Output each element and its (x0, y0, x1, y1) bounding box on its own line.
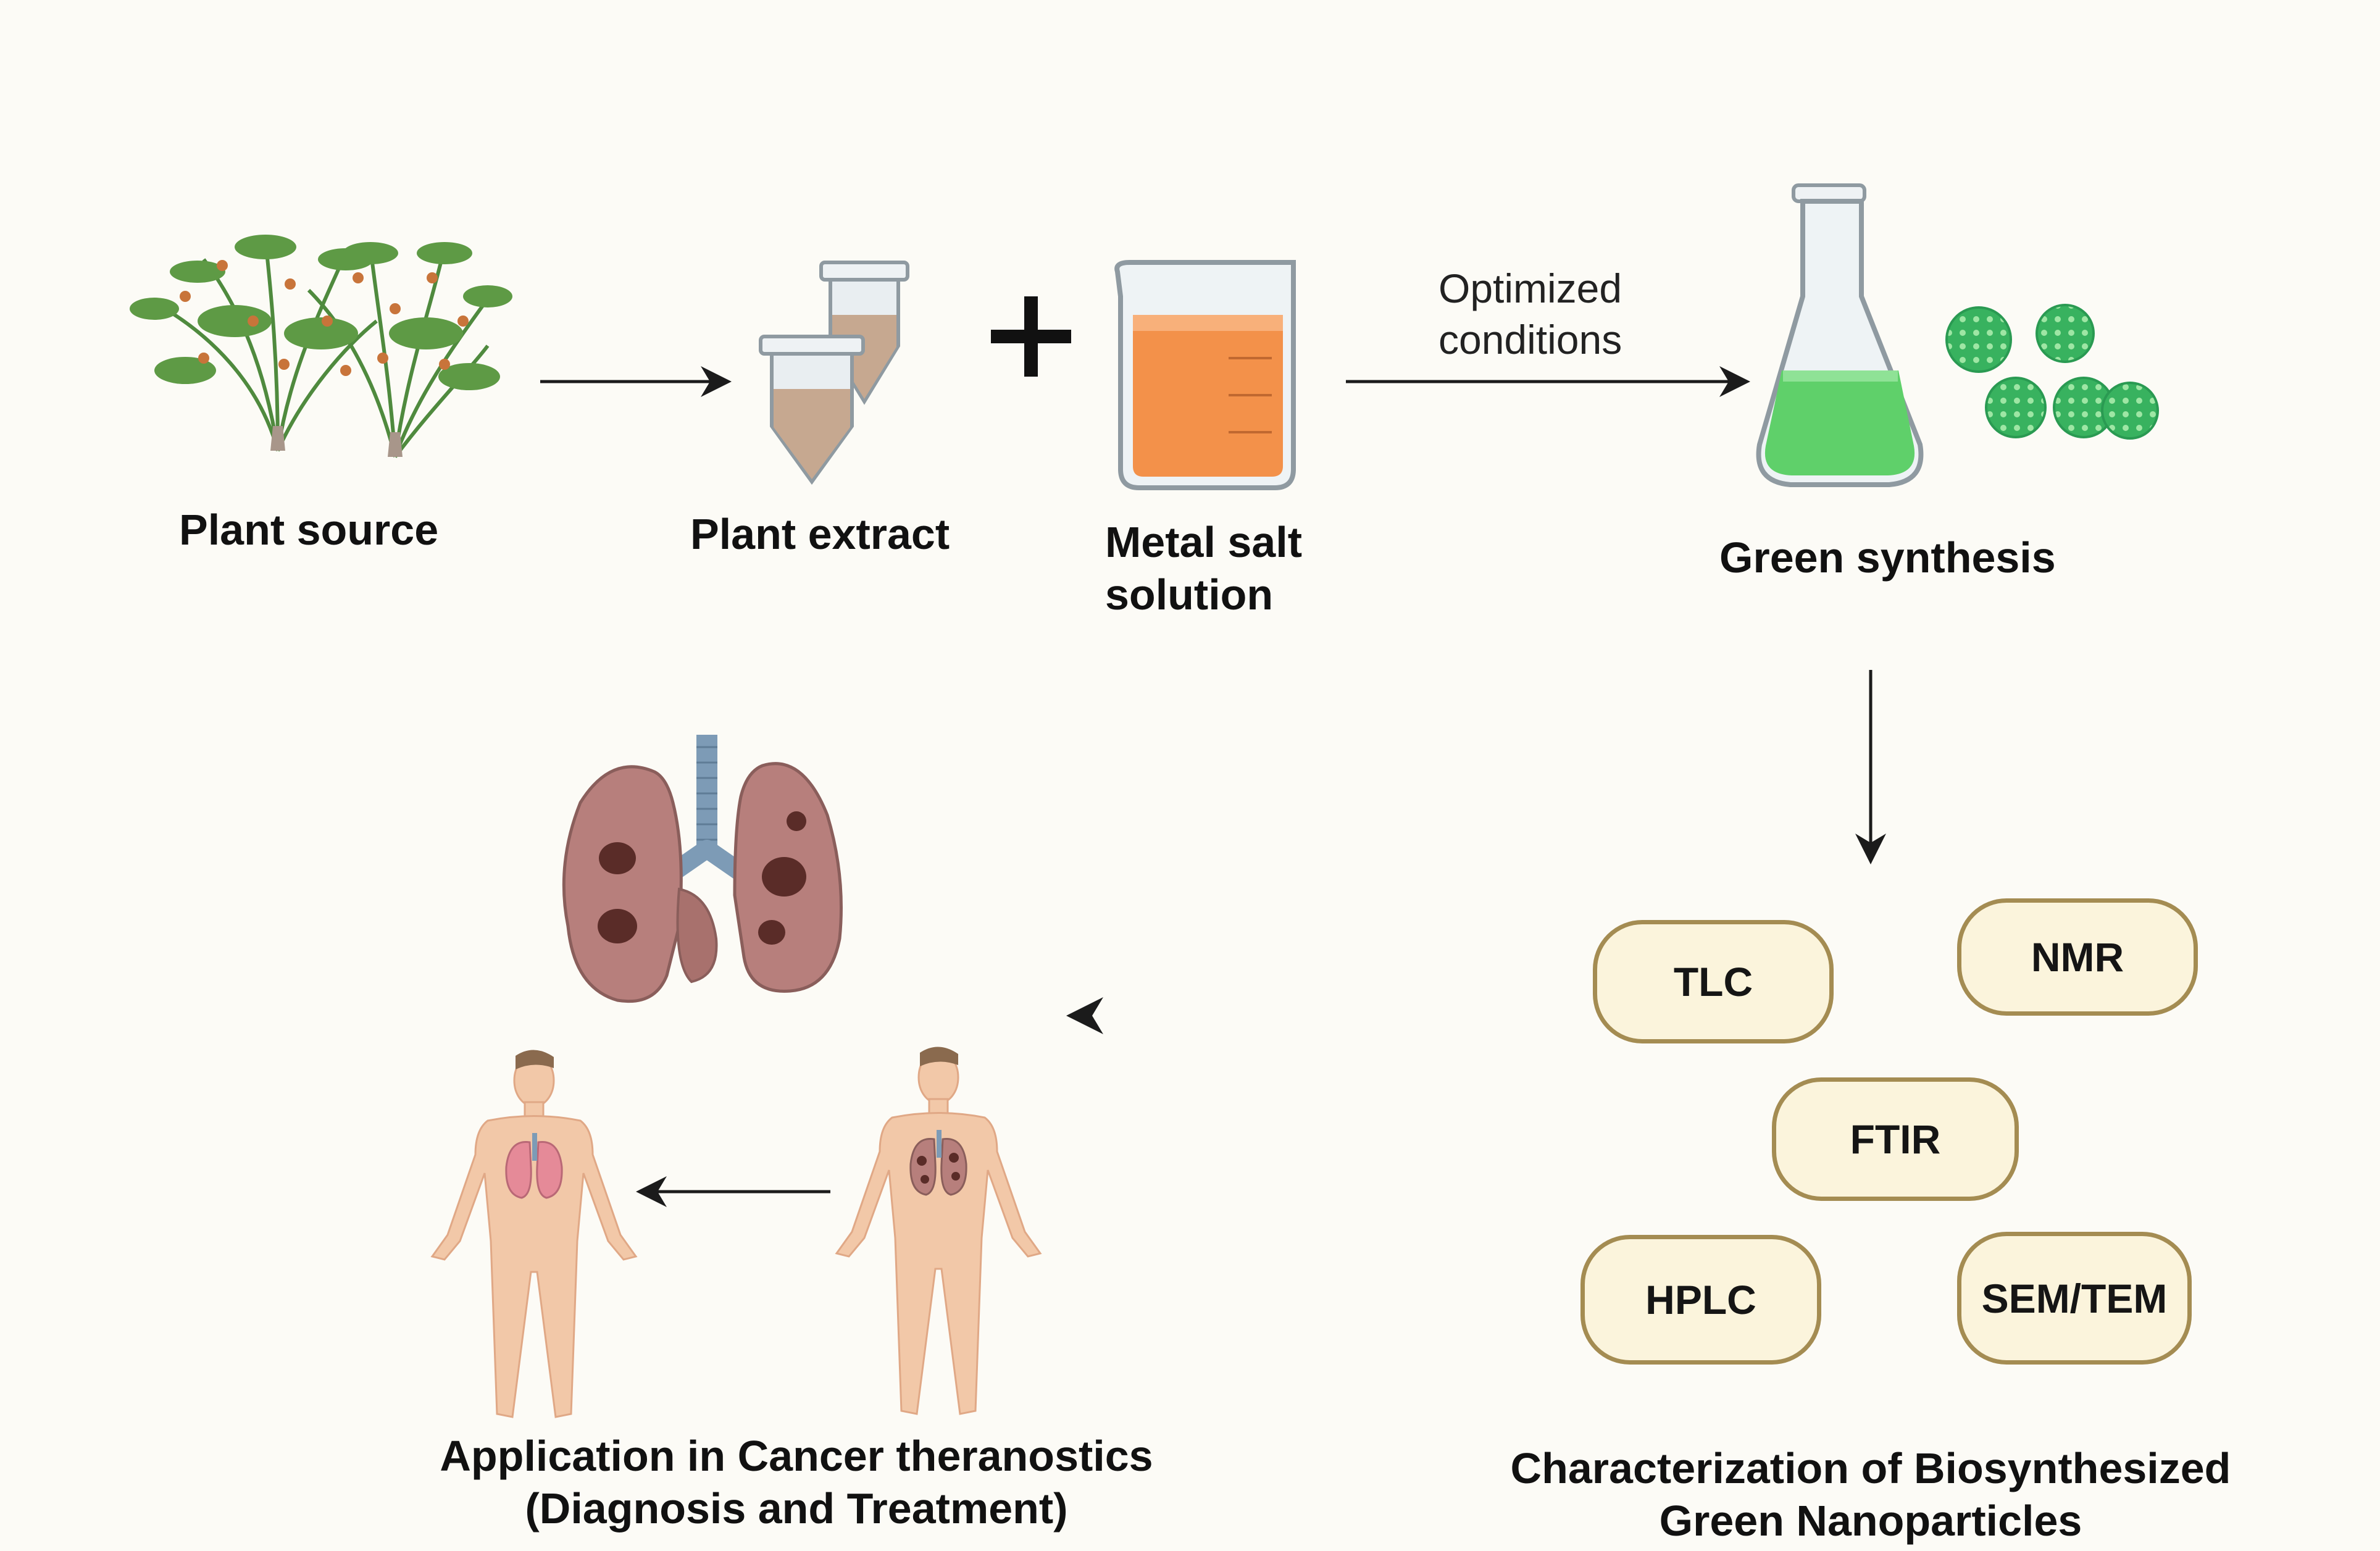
lungs-icon (562, 735, 843, 1003)
nanoparticle-icon (1945, 304, 2159, 440)
label-green-synthesis: Green synthesis (1719, 533, 2056, 582)
label-application-line1: Application in Cancer theranostics (440, 1432, 1153, 1480)
technique-tlc: TLC (1593, 920, 1834, 1043)
beaker-icon (1114, 260, 1296, 490)
label-metal-salt-line2: solution (1105, 571, 1274, 619)
label-optimized-line2: conditions (1438, 317, 1622, 362)
label-characterization-line1: Characterization of Biosynthesized (1510, 1444, 2231, 1492)
technique-nmr: NMR (1957, 898, 2198, 1016)
label-metal-salt-line1: Metal salt (1105, 518, 1302, 566)
label-plant-extract: Plant extract (690, 510, 950, 558)
technique-hplc: HPLC (1580, 1235, 1821, 1365)
technique-sem-tem: SEM/TEM (1957, 1232, 2192, 1365)
label-characterization-line2: Green Nanoparticles (1659, 1497, 2082, 1545)
tubes-icon (759, 261, 909, 485)
technique-ftir: FTIR (1772, 1077, 2019, 1201)
label-application-line2: (Diagnosis and Treatment) (525, 1484, 1068, 1532)
plus-icon (991, 296, 1071, 377)
plant-icon (130, 235, 512, 458)
human-body-icon (430, 1047, 1042, 1418)
label-optimized-line1: Optimized (1438, 265, 1622, 311)
flask-icon (1756, 183, 1924, 487)
label-plant-source: Plant source (179, 506, 439, 554)
